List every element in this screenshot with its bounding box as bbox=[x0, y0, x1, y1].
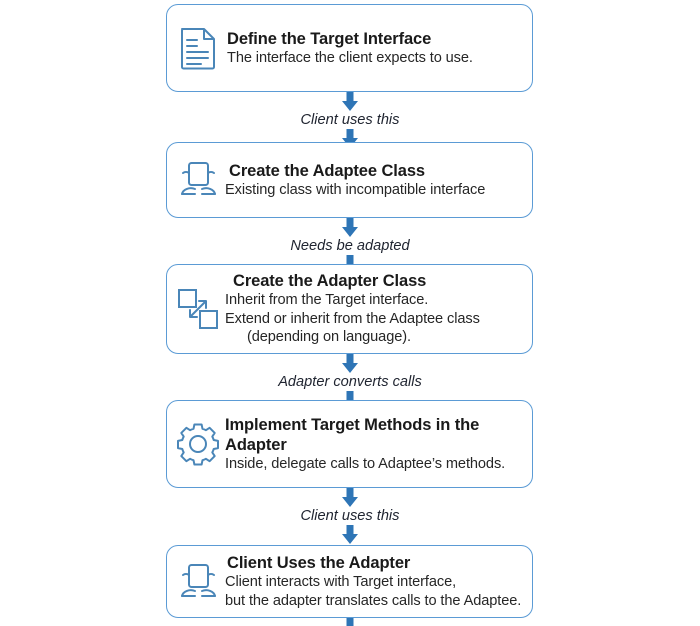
step-description: The interface the client expects to use. bbox=[227, 49, 473, 66]
user-workstation-icon bbox=[175, 157, 221, 203]
step-description-line-2: but the adapter translates calls to the … bbox=[225, 592, 522, 609]
connector-label: Needs be adapted bbox=[290, 238, 410, 254]
step-title: Implement Target Methods in the Adapter bbox=[225, 415, 480, 454]
step-title: Create the Adaptee Class bbox=[229, 161, 425, 180]
step-box-define-target-interface[interactable]: Define the Target Interface The interfac… bbox=[166, 4, 533, 92]
step-text: Implement Target Methods in the Adapter … bbox=[225, 415, 522, 474]
step-box-implement-target-methods[interactable]: Implement Target Methods in the Adapter … bbox=[166, 400, 533, 488]
step-text: Create the Adaptee Class Existing class … bbox=[225, 161, 522, 200]
step-title: Client Uses the Adapter bbox=[227, 553, 411, 572]
down-arrow-icon bbox=[342, 92, 358, 111]
step-text: Client Uses the Adapter Client interacts… bbox=[225, 553, 522, 610]
step-description-line-2: Extend or inherit from the Adaptee class bbox=[225, 310, 480, 327]
down-arrow-icon bbox=[342, 354, 358, 373]
connector-label: Client uses this bbox=[300, 508, 400, 524]
down-arrow-icon bbox=[342, 524, 358, 544]
connector-label: Client uses this bbox=[300, 112, 400, 128]
down-arrow-icon bbox=[342, 128, 358, 148]
step-box-create-adapter-class[interactable]: Create the Adapter Class Inherit from th… bbox=[166, 264, 533, 354]
step-description: Existing class with incompatible interfa… bbox=[225, 181, 486, 198]
transfer-squares-icon bbox=[175, 286, 221, 332]
gear-icon bbox=[175, 421, 221, 467]
step-description-line-1: Client interacts with Target interface, bbox=[225, 573, 457, 590]
down-arrow-icon bbox=[346, 618, 354, 626]
step-description-line-1: Inherit from the Target interface. bbox=[225, 292, 429, 309]
document-icon bbox=[175, 25, 221, 71]
step-description: Inside, delegate calls to Adaptee’s meth… bbox=[225, 455, 506, 472]
step-title: Define the Target Interface bbox=[227, 29, 432, 48]
down-arrow-icon bbox=[342, 488, 358, 507]
down-arrow-icon bbox=[342, 218, 358, 237]
step-text: Create the Adapter Class Inherit from th… bbox=[225, 271, 522, 347]
connector-tail bbox=[0, 618, 700, 626]
step-text: Define the Target Interface The interfac… bbox=[225, 29, 522, 68]
step-box-client-uses-adapter[interactable]: Client Uses the Adapter Client interacts… bbox=[166, 545, 533, 618]
connector-1: Client uses this bbox=[0, 92, 700, 149]
connector-label: Adapter converts calls bbox=[278, 374, 422, 390]
step-title: Create the Adapter Class bbox=[233, 271, 427, 290]
connector-4: Client uses this bbox=[0, 488, 700, 545]
step-description-line-3: (depending on language). bbox=[247, 329, 411, 346]
user-workstation-icon bbox=[175, 559, 221, 605]
step-box-create-adaptee-class[interactable]: Create the Adaptee Class Existing class … bbox=[166, 142, 533, 218]
